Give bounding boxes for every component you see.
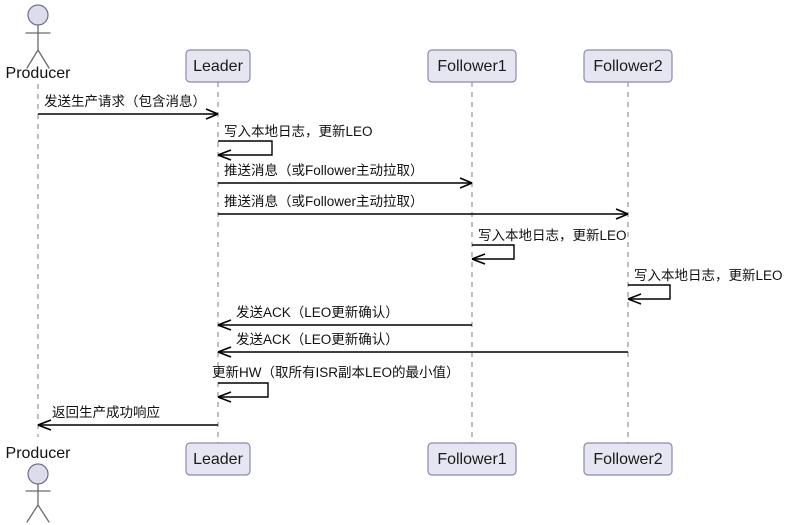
actor-head-icon [27, 4, 49, 26]
message-label-10: 返回生产成功响应 [52, 404, 160, 420]
participant-header-leader[interactable]: Leader [185, 49, 251, 83]
message-5[interactable]: 写入本地日志，更新LEO [471, 228, 627, 265]
participant-footer-label-producer: Producer [6, 445, 72, 462]
participant-box-footer-leader[interactable] [185, 442, 251, 476]
participant-box-footer-follower1[interactable] [427, 442, 517, 476]
message-label-6: 写入本地日志，更新LEO [634, 268, 783, 283]
message-3[interactable]: 推送消息（或Follower主动拉取） [218, 162, 473, 189]
participant-footer-producer[interactable]: Producer [6, 445, 72, 523]
message-arrowhead-9 [217, 391, 232, 403]
participant-footer-label-leader: Leader [193, 451, 243, 468]
participant-footer-follower2[interactable]: Follower2 [583, 442, 673, 476]
participant-label-follower1: Follower1 [437, 58, 506, 75]
message-4[interactable]: 推送消息（或Follower主动拉取） [218, 193, 629, 220]
participant-header-producer[interactable]: Producer [6, 4, 72, 82]
message-6[interactable]: 写入本地日志，更新LEO [627, 268, 783, 305]
participant-box-leader[interactable] [185, 49, 251, 83]
message-7[interactable]: 发送ACK（LEO更新确认） [217, 305, 472, 331]
message-arrowhead-6 [627, 293, 642, 305]
message-arrowhead-7 [217, 319, 232, 331]
message-10[interactable]: 返回生产成功响应 [37, 404, 218, 431]
message-selfloop-2 [218, 140, 273, 156]
message-arrowhead-5 [471, 253, 486, 265]
message-label-2: 写入本地日志，更新LEO [224, 124, 373, 139]
participant-footer-leader[interactable]: Leader [185, 442, 251, 476]
message-arrowhead-1 [205, 108, 219, 120]
message-label-1: 发送生产请求（包含消息） [44, 93, 206, 109]
participant-box-follower1[interactable] [427, 49, 517, 83]
message-arrowhead-2 [217, 149, 232, 161]
message-arrowhead-4 [615, 208, 629, 220]
actor-body-icon-footer [25, 483, 51, 523]
message-arrowhead-10 [37, 419, 52, 431]
message-arrowhead-8 [217, 346, 232, 358]
participant-footer-follower1[interactable]: Follower1 [427, 442, 517, 476]
message-label-3: 推送消息（或Follower主动拉取） [224, 162, 424, 178]
message-label-7: 发送ACK（LEO更新确认） [236, 305, 399, 320]
participant-footer-label-follower2: Follower2 [593, 451, 662, 468]
message-arrowhead-3 [459, 177, 473, 189]
message-selfloop-9 [218, 382, 269, 398]
message-selfloop-6 [628, 284, 671, 300]
actor-head-icon-footer [27, 463, 49, 485]
participant-header-follower2[interactable]: Follower2 [583, 49, 673, 83]
message-label-4: 推送消息（或Follower主动拉取） [224, 193, 424, 209]
participant-label-leader: Leader [193, 58, 243, 75]
message-label-9: 更新HW（取所有ISR副本LEO的最小值） [212, 365, 460, 380]
message-label-5: 写入本地日志，更新LEO [478, 228, 627, 243]
message-2[interactable]: 写入本地日志，更新LEO [217, 124, 373, 161]
participant-label-producer: Producer [6, 65, 72, 82]
message-1[interactable]: 发送生产请求（包含消息） [38, 93, 219, 120]
participant-box-footer-follower2[interactable] [583, 442, 673, 476]
message-8[interactable]: 发送ACK（LEO更新确认） [217, 332, 628, 358]
message-9[interactable]: 更新HW（取所有ISR副本LEO的最小值） [212, 365, 460, 403]
participant-footer-label-follower1: Follower1 [437, 451, 506, 468]
actor-body-icon [25, 24, 51, 69]
participant-label-follower2: Follower2 [593, 58, 662, 75]
participant-box-follower2[interactable] [583, 49, 673, 83]
participant-header-follower1[interactable]: Follower1 [427, 49, 517, 83]
message-label-8: 发送ACK（LEO更新确认） [236, 332, 399, 347]
message-selfloop-5 [472, 244, 515, 260]
